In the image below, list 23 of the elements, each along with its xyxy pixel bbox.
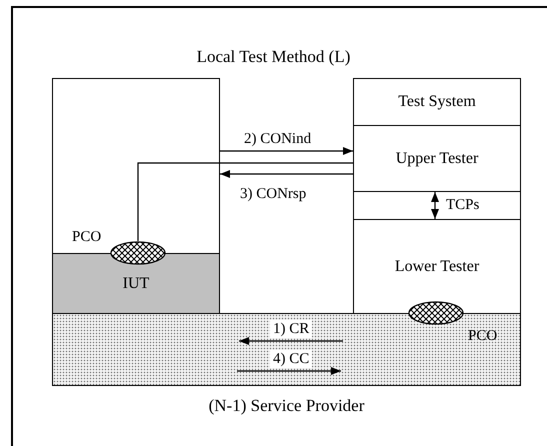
port-label: PCO bbox=[72, 228, 102, 246]
connector-line bbox=[137, 162, 353, 241]
hatched-ellipse bbox=[110, 241, 166, 265]
message-label: 4) CC bbox=[270, 350, 312, 368]
arrow bbox=[431, 192, 439, 219]
shaded-box bbox=[53, 253, 219, 313]
node-label: Test System bbox=[397, 92, 477, 112]
edge-label: 2) CONind bbox=[242, 130, 314, 148]
node-label: Upper Tester bbox=[394, 148, 480, 168]
interface-label: TCPs bbox=[446, 196, 480, 214]
process-box bbox=[353, 78, 521, 126]
outline-box bbox=[52, 78, 220, 314]
process-box bbox=[353, 125, 521, 192]
edge-label: 3) CONrsp bbox=[238, 185, 308, 203]
hatched-ellipse bbox=[408, 301, 464, 325]
arrow bbox=[220, 170, 353, 178]
message-label: 1) CR bbox=[270, 320, 312, 338]
diagram-title: Local Test Method (L) bbox=[196, 46, 352, 68]
band-caption: (N-1) Service Provider bbox=[208, 395, 366, 417]
arrow bbox=[220, 147, 353, 155]
port-label: PCO bbox=[468, 327, 498, 345]
node-label: Lower Tester bbox=[394, 256, 480, 276]
node-label: IUT bbox=[122, 274, 150, 294]
